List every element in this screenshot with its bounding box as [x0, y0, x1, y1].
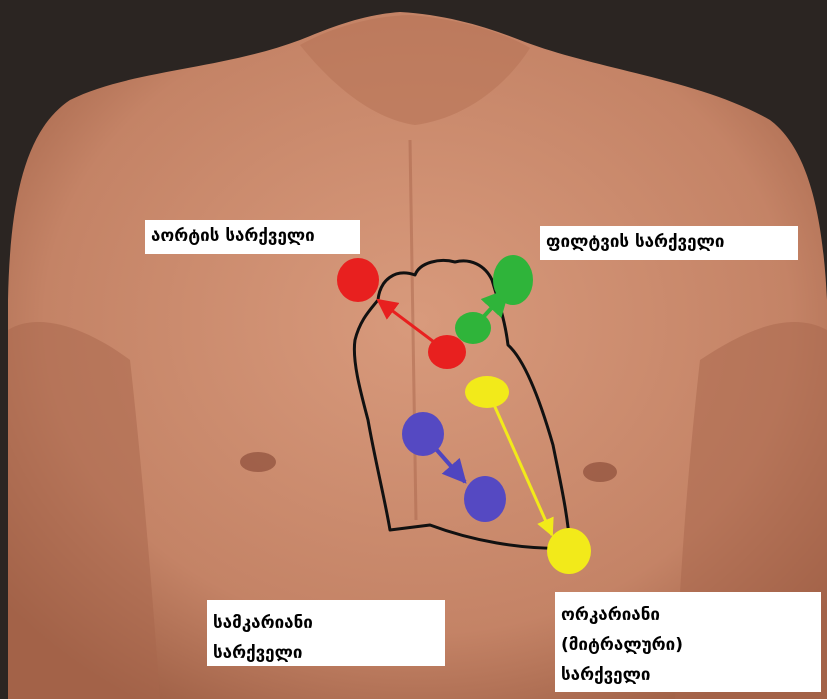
mitral-valve-label-line-3: სარქველი [561, 660, 815, 690]
tricuspid-valve-label-line-2: სარქველი [213, 638, 439, 668]
mitral-valve-label-line-1: ორკარიანი [561, 600, 815, 630]
tricuspid-valve-label-line-1: სამკარიანი [213, 608, 439, 638]
aortic-valve-marker [428, 335, 466, 369]
aortic-valve-label: აორტის სარქველი [145, 220, 360, 254]
mitral-valve-label: ორკარიანი (მიტრალური) სარქველი [555, 592, 821, 692]
pulmonary-auscultation-point [493, 255, 533, 305]
pulmonary-valve-marker [455, 312, 491, 344]
pulmonary-valve-label: ფილტვის სარქველი [540, 226, 798, 260]
aortic-valve-label-text: აორტის სარქველი [151, 222, 354, 250]
mitral-auscultation-point [547, 528, 591, 574]
tricuspid-valve-label: სამკარიანი სარქველი [207, 600, 445, 666]
tricuspid-valve-marker [402, 412, 444, 456]
pulmonary-valve-label-text: ფილტვის სარქველი [546, 228, 792, 256]
mitral-valve-marker [465, 376, 509, 408]
mitral-valve-label-line-2: (მიტრალური) [561, 630, 815, 660]
left-nipple [240, 452, 276, 472]
tricuspid-auscultation-point [464, 476, 506, 522]
right-nipple [583, 462, 617, 482]
aortic-auscultation-point [337, 258, 379, 302]
